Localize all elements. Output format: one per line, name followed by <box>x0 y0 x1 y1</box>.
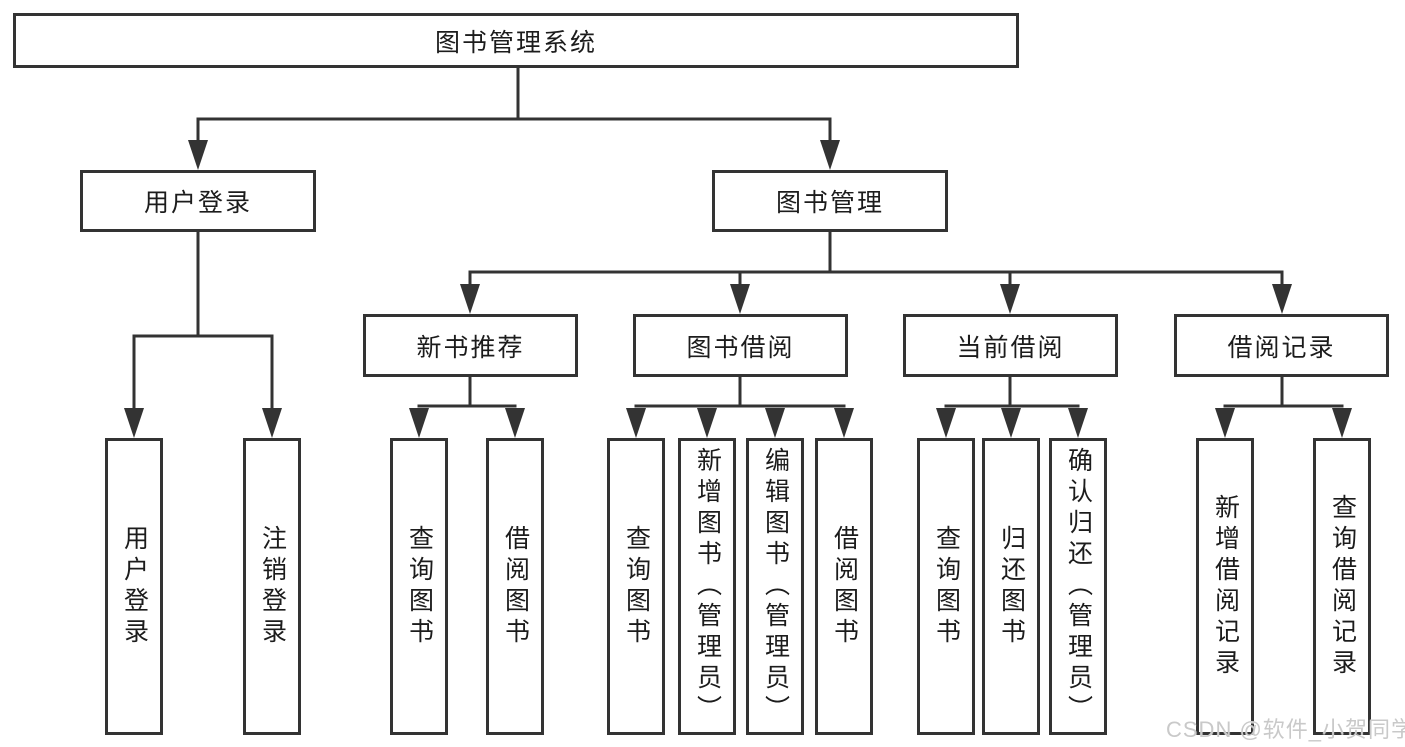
node-book-management-label: 图书管理 <box>775 189 884 217</box>
leaf-logout: 注销登录 <box>243 438 301 735</box>
leaf-edit-books-admin: 编辑图书（管理员） <box>746 438 804 735</box>
leaf-add-books-admin: 新增图书（管理员） <box>678 438 736 735</box>
leaf-edit-books-admin-label: 编辑图书（管理员） <box>761 447 790 726</box>
leaf-borrow-books-2: 借阅图书 <box>815 438 873 735</box>
node-book-borrow: 图书借阅 <box>633 314 848 377</box>
leaf-add-books-admin-label: 新增图书（管理员） <box>693 447 722 726</box>
node-new-book-recommend: 新书推荐 <box>363 314 578 377</box>
node-user-login: 用户登录 <box>80 170 316 232</box>
csdn-watermark: CSDN @软件_小贺同学 <box>1166 717 1405 742</box>
leaf-add-borrow-record: 新增借阅记录 <box>1196 438 1254 735</box>
node-borrow-records: 借阅记录 <box>1174 314 1389 377</box>
arrowheads <box>124 140 1352 438</box>
leaf-query-books-3: 查询图书 <box>917 438 975 735</box>
leaf-query-books-1-label: 查询图书 <box>405 524 434 649</box>
leaf-borrow-books-2-label: 借阅图书 <box>830 524 859 649</box>
node-current-borrow-label: 当前借阅 <box>956 333 1065 362</box>
leaf-user-login: 用户登录 <box>105 438 163 735</box>
leaf-query-books-2-label: 查询图书 <box>622 524 651 649</box>
node-borrow-records-label: 借阅记录 <box>1227 333 1336 362</box>
node-user-login-label: 用户登录 <box>143 189 252 217</box>
leaf-query-borrow-record: 查询借阅记录 <box>1313 438 1371 735</box>
leaf-return-books-label: 归还图书 <box>997 524 1026 649</box>
leaf-user-login-label: 用户登录 <box>120 524 149 649</box>
node-root: 图书管理系统 <box>13 13 1019 68</box>
leaf-borrow-books-1-label: 借阅图书 <box>501 524 530 649</box>
leaf-query-books-3-label: 查询图书 <box>932 524 961 649</box>
leaf-confirm-return-admin-label: 确认归还（管理员） <box>1064 447 1093 726</box>
leaf-logout-label: 注销登录 <box>258 524 287 649</box>
leaf-add-borrow-record-label: 新增借阅记录 <box>1211 493 1240 680</box>
node-book-borrow-label: 图书借阅 <box>686 333 795 362</box>
node-root-label: 图书管理系统 <box>434 28 597 57</box>
leaf-query-borrow-record-label: 查询借阅记录 <box>1328 493 1357 680</box>
node-current-borrow: 当前借阅 <box>903 314 1118 377</box>
leaf-return-books: 归还图书 <box>982 438 1040 735</box>
node-new-book-recommend-label: 新书推荐 <box>416 333 525 362</box>
leaf-query-books-1: 查询图书 <box>390 438 448 735</box>
node-book-management: 图书管理 <box>712 170 948 232</box>
leaf-confirm-return-admin: 确认归还（管理员） <box>1049 438 1107 735</box>
leaf-borrow-books-1: 借阅图书 <box>486 438 544 735</box>
leaf-query-books-2: 查询图书 <box>607 438 665 735</box>
